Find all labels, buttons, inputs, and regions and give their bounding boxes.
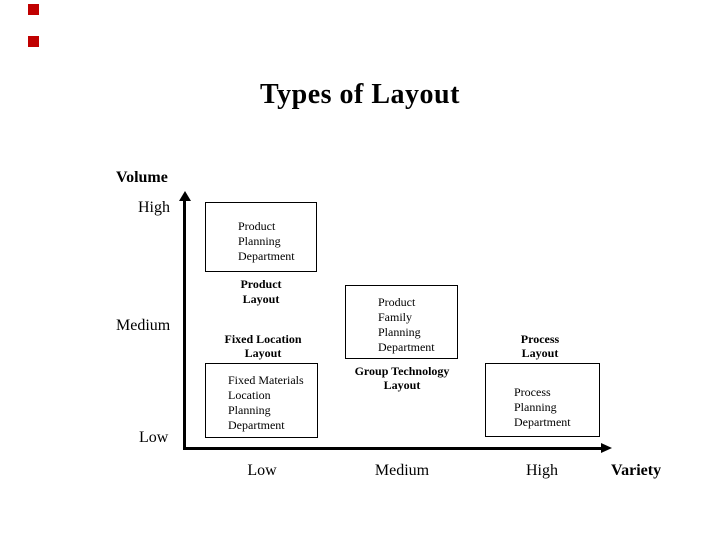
box-line: Process: [514, 385, 551, 399]
box-line: Department: [514, 415, 571, 429]
red-square-icon: [28, 4, 39, 15]
box-line: Department: [238, 249, 295, 263]
y-axis-line: [183, 199, 186, 450]
label-process-layout: Process Layout: [495, 332, 585, 360]
x-tick-medium: Medium: [374, 462, 430, 479]
page-title: Types of Layout: [260, 79, 460, 110]
box-line: Product: [378, 295, 416, 309]
y-axis-arrow-up-icon: [179, 191, 191, 201]
y-axis-title: Volume: [116, 169, 168, 186]
box-product-family-planning-department: Product Family Planning Department: [345, 285, 458, 359]
x-axis-line: [184, 447, 602, 450]
box-line: Family: [378, 310, 413, 324]
label-product-layout: Product Layout: [205, 277, 317, 307]
x-tick-low: Low: [247, 462, 277, 479]
box-fixed-materials-location-planning-department: Fixed Materials Location Planning Depart…: [205, 363, 318, 438]
y-tick-low: Low: [139, 429, 169, 446]
box-line: Fixed Materials: [228, 373, 304, 387]
label-line: Layout: [383, 378, 421, 392]
box-line: Product: [238, 219, 276, 233]
box-product-planning-department: Product Planning Department: [205, 202, 317, 272]
box-line: Planning: [514, 400, 557, 414]
label-line: Fixed Location: [224, 332, 302, 346]
box-line: Planning: [228, 403, 271, 417]
y-tick-high: High: [138, 199, 170, 216]
label-line: Layout: [242, 292, 280, 306]
box-line: Planning: [238, 234, 281, 248]
box-line: Planning: [378, 325, 421, 339]
x-axis-title: Variety: [611, 462, 662, 479]
y-tick-medium: Medium: [116, 317, 171, 334]
x-tick-high: High: [526, 462, 558, 479]
x-axis-arrow-right-icon: [601, 443, 612, 453]
label-line: Layout: [521, 346, 559, 360]
box-line: Department: [228, 418, 285, 432]
box-process-planning-department: Process Planning Department: [485, 363, 600, 437]
label-line: Layout: [244, 346, 282, 360]
label-group-technology-layout: Group Technology Layout: [340, 364, 464, 392]
label-fixed-location-layout: Fixed Location Layout: [203, 332, 323, 360]
label-line: Group Technology: [354, 364, 450, 378]
label-line: Product: [240, 277, 282, 291]
red-square-icon: [28, 36, 39, 47]
box-line: Location: [228, 388, 271, 402]
label-line: Process: [520, 332, 560, 346]
box-line: Department: [378, 340, 435, 354]
